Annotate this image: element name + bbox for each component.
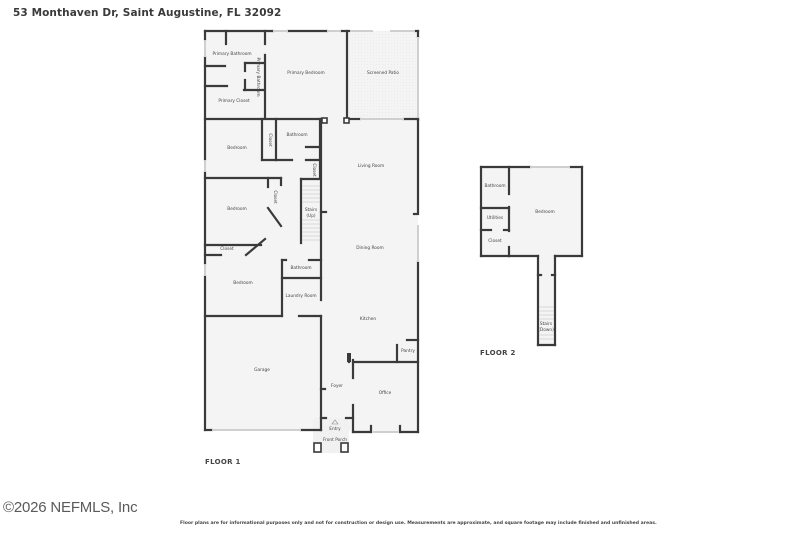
room-bathroom-1: Bathroom	[286, 132, 307, 138]
room-f2-closet: Closet	[488, 238, 502, 244]
room-closet-1: Closet	[267, 133, 273, 147]
room-entry: Entry	[329, 426, 341, 432]
room-foyer: Foyer	[331, 383, 343, 389]
floor-2-label: FLOOR 2	[480, 349, 516, 357]
floor-2-plan: Bathroom Bedroom Utilities Closet Stairs…	[479, 165, 584, 347]
room-bedroom-3: Bedroom	[233, 280, 252, 286]
room-dining-room: Dining Room	[356, 245, 383, 251]
floor-1-label: FLOOR 1	[205, 458, 241, 466]
room-kitchen: Kitchen	[360, 316, 376, 322]
room-primary-closet: Primary Closet	[218, 98, 250, 104]
room-closet-4: Closet	[220, 246, 234, 252]
room-bathroom-2: Bathroom	[290, 265, 311, 271]
room-closet-3: Closet	[272, 190, 278, 204]
room-front-porch: Front Porch	[323, 437, 347, 443]
room-living-room: Living Room	[358, 163, 384, 169]
room-f2-utilities: Utilities	[487, 215, 504, 221]
room-f2-stairs: Stairs	[540, 321, 553, 327]
disclaimer-text: Floor plans are for informational purpos…	[180, 521, 657, 526]
room-screened-patio: Screened Patio	[367, 70, 399, 76]
floor-1-plan: Primary Bathroom Primary Bathroom Primar…	[203, 29, 420, 453]
room-stairs-up: Stairs	[305, 207, 318, 213]
room-f2-bedroom: Bedroom	[535, 209, 554, 215]
room-office: Office	[379, 390, 392, 396]
room-primary-bathroom: Primary Bathroom	[212, 51, 251, 57]
room-primary-bedroom: Primary Bedroom	[287, 70, 324, 76]
room-stairs-up-direction: (Up)	[306, 213, 316, 219]
room-bedroom-2: Bedroom	[227, 206, 246, 212]
room-closet-2: Closet	[311, 163, 317, 177]
room-bedroom-1: Bedroom	[227, 145, 246, 151]
copyright-watermark: ©2026 NEFMLS, Inc	[3, 499, 138, 516]
room-garage: Garage	[254, 367, 270, 373]
property-address: 53 Monthaven Dr, Saint Augustine, FL 320…	[13, 7, 282, 19]
room-pantry: Pantry	[401, 348, 415, 354]
room-laundry-room: Laundry Room	[285, 293, 316, 299]
room-f2-bathroom: Bathroom	[484, 183, 505, 189]
room-f2-stairs-direction: (Down)	[538, 327, 554, 333]
room-primary-bathroom-2: Primary Bathroom	[255, 57, 261, 96]
